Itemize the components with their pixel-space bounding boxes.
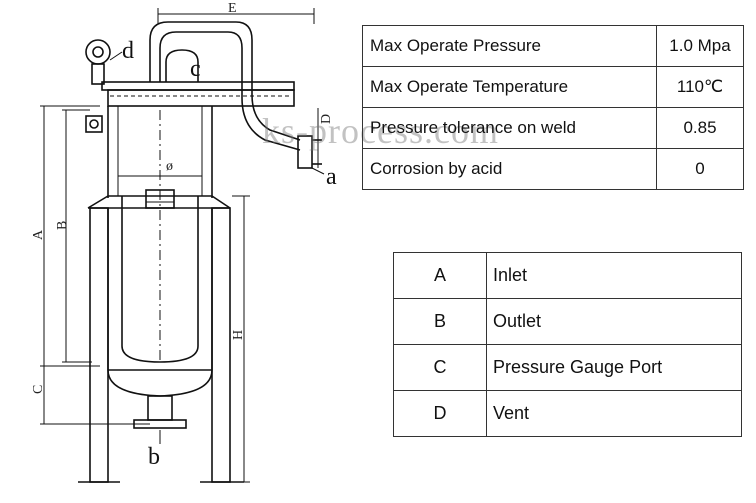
port-legend-table: A Inlet B Outlet C Pressure Gauge Port D… [393, 252, 742, 437]
legend-description: Inlet [486, 252, 742, 299]
table-row: Max Operate Pressure 1.0 Mpa [362, 25, 744, 67]
dimension-a-label: A [31, 229, 46, 240]
table-row: Corrosion by acid 0 [362, 148, 744, 190]
legend-description: Vent [486, 390, 742, 437]
tag-a-inlet: a [326, 164, 337, 190]
tag-d-vent: d [122, 38, 134, 64]
dimension-h-label: H [231, 330, 246, 340]
legend-code: C [393, 344, 487, 391]
spec-value: 1.0 Mpa [656, 25, 744, 67]
spec-value: 110℃ [656, 66, 744, 108]
legend-code: B [393, 298, 487, 345]
table-row: Pressure tolerance on weld 0.85 [362, 107, 744, 149]
spec-label: Pressure tolerance on weld [362, 107, 657, 149]
legend-description: Pressure Gauge Port [486, 344, 742, 391]
table-row: C Pressure Gauge Port [393, 344, 742, 391]
tag-c-gauge-port: c [190, 56, 201, 82]
spec-label: Corrosion by acid [362, 148, 657, 190]
table-row: B Outlet [393, 298, 742, 345]
legend-code: D [393, 390, 487, 437]
spec-table: Max Operate Pressure 1.0 Mpa Max Operate… [362, 25, 744, 190]
table-row: A Inlet [393, 252, 742, 299]
legend-code: A [393, 252, 487, 299]
legend-description: Outlet [486, 298, 742, 345]
tag-b-outlet: b [148, 444, 160, 470]
spec-value: 0 [656, 148, 744, 190]
dimension-b-label: B [55, 221, 70, 230]
spec-value: 0.85 [656, 107, 744, 149]
dimension-e-label: E [228, 1, 237, 16]
dimension-c-label: C [31, 385, 46, 394]
dimension-d-label: D [319, 114, 334, 124]
diameter-symbol: ø [166, 159, 173, 174]
spec-label: Max Operate Pressure [362, 25, 657, 67]
spec-label: Max Operate Temperature [362, 66, 657, 108]
table-row: D Vent [393, 390, 742, 437]
table-row: Max Operate Temperature 110℃ [362, 66, 744, 108]
